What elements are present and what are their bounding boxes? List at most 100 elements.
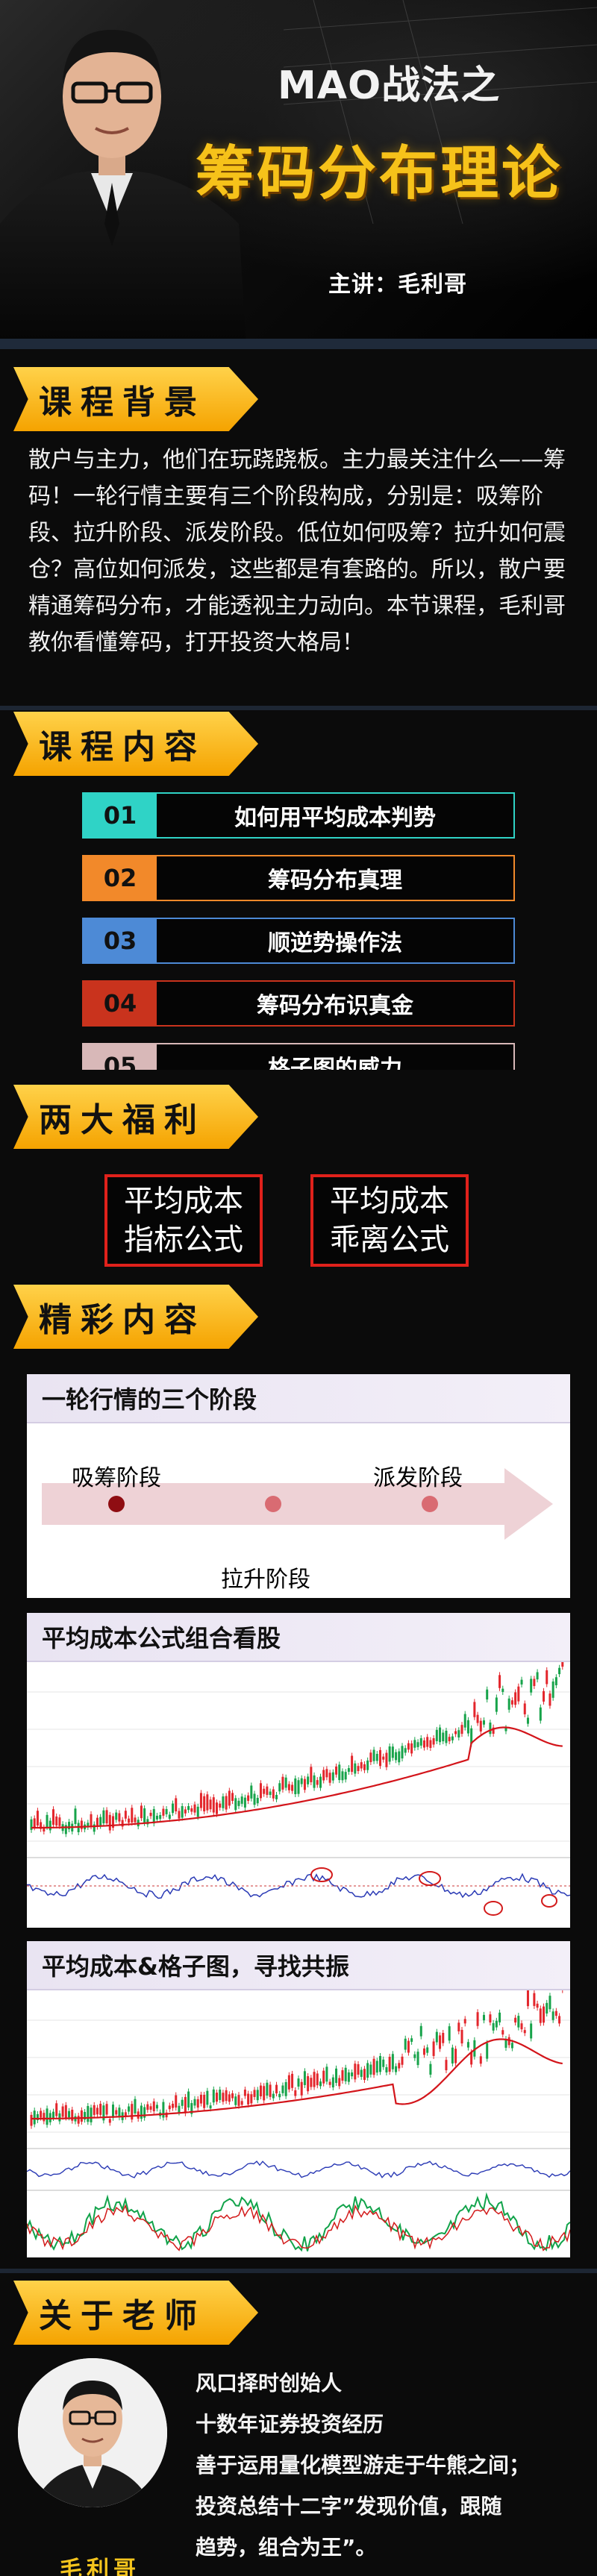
benefit-list: 平均成本 指标公式 平均成本 乖离公式 — [104, 1174, 597, 1267]
candle — [404, 2038, 407, 2050]
stage-dot-2 — [265, 1496, 281, 1512]
candle — [68, 1822, 71, 1830]
candle — [178, 1811, 181, 1819]
candle — [46, 2108, 49, 2125]
candle — [225, 1796, 228, 1810]
candle — [162, 1808, 165, 1816]
candle — [319, 2081, 322, 2087]
candle — [492, 2022, 495, 2031]
candle — [269, 1791, 272, 1796]
candle — [473, 1702, 476, 1717]
candle — [520, 1679, 523, 1685]
candle — [112, 2105, 115, 2118]
candle — [482, 1720, 485, 1725]
candle — [228, 1790, 231, 1806]
candle — [476, 2012, 479, 2026]
candle — [250, 1785, 253, 1799]
candle — [398, 1751, 401, 1763]
course-item: 02 筹码分布真理 — [82, 855, 515, 901]
candle — [105, 1810, 108, 1824]
candle — [278, 2093, 281, 2098]
background-paragraph: 散户与主力，他们在玩跷跷板。主力最关注什么——筹码！一轮行情主要有三个阶段构成，… — [28, 447, 566, 656]
candle — [225, 2090, 228, 2102]
candle — [360, 2069, 363, 2077]
candle — [413, 1740, 416, 1748]
candle — [30, 2114, 33, 2126]
candle — [366, 2063, 369, 2078]
candle — [354, 1763, 357, 1774]
stage-label-distribute: 派发阶段 — [373, 1465, 463, 1491]
candle — [466, 1720, 469, 1734]
candle — [313, 2072, 316, 2087]
candle — [287, 2075, 290, 2090]
candle — [165, 1808, 168, 1814]
candlestick-chart-1 — [27, 1657, 570, 1928]
course-title: 筹码分布真理 — [157, 856, 513, 900]
stage-dot-3 — [422, 1496, 438, 1512]
candle — [507, 1698, 510, 1710]
stages-panel: 一轮行情的三个阶段 吸筹阶段 派发阶段 拉升阶段 — [27, 1374, 570, 1598]
candle — [77, 2116, 80, 2124]
candle — [432, 2041, 435, 2056]
course-title: 如何用平均成本判势 — [157, 794, 513, 837]
candle — [155, 2105, 158, 2109]
chart-panel-1: 平均成本公式组合看股 — [27, 1613, 570, 1928]
benefit-line: 指标公式 — [124, 1223, 243, 1257]
candle — [247, 2093, 250, 2105]
candle — [187, 1805, 190, 1811]
candle — [203, 2095, 206, 2108]
candle — [372, 1749, 375, 1761]
candle — [240, 2101, 243, 2105]
course-title: 筹码分布识真金 — [157, 982, 513, 1025]
candle — [501, 1688, 504, 1692]
candle — [43, 1827, 46, 1831]
candle — [152, 1809, 155, 1824]
candle — [172, 2103, 175, 2108]
candle — [325, 2066, 328, 2082]
candle — [212, 1797, 215, 1813]
average-cost-line — [31, 2038, 563, 2120]
candle — [275, 2084, 278, 2094]
candle — [250, 2094, 253, 2104]
candle — [328, 1773, 331, 1783]
candle — [51, 1809, 54, 1826]
candle — [128, 2106, 131, 2112]
candle — [219, 1803, 222, 1808]
candle — [404, 1748, 407, 1753]
candle — [36, 2113, 39, 2120]
candle — [102, 2105, 105, 2121]
candle — [501, 2030, 504, 2035]
chart-panel-2: 平均成本&格子图，寻找共振 — [27, 1941, 570, 2257]
candle — [517, 2016, 520, 2028]
speaker-photo — [0, 30, 246, 349]
candle — [510, 2043, 513, 2049]
candle — [99, 1817, 102, 1826]
candle — [419, 2025, 422, 2037]
candle — [401, 1746, 404, 1759]
candle — [303, 1779, 306, 1790]
average-cost-line — [31, 1726, 563, 1829]
bio-line: 趋势，组合为王”。 — [196, 2535, 377, 2560]
candle — [369, 1752, 372, 1763]
candle — [379, 2056, 382, 2072]
candle — [439, 2035, 442, 2049]
candle — [222, 1796, 225, 1808]
teacher-name: 毛利哥 — [60, 2557, 140, 2576]
candle — [206, 1794, 209, 1811]
candle — [108, 1814, 111, 1831]
candle — [369, 2064, 372, 2075]
candle — [344, 2067, 347, 2081]
candle — [347, 1768, 350, 1772]
candle — [520, 2023, 523, 2030]
candle — [307, 2076, 310, 2092]
candle — [58, 2113, 61, 2122]
candle — [328, 2081, 331, 2085]
candle — [391, 2054, 394, 2069]
candle — [175, 2095, 178, 2108]
candle — [435, 1729, 438, 1741]
candle — [33, 1818, 36, 1828]
candle — [426, 1737, 429, 1747]
candle — [416, 1742, 419, 1747]
benefit-line: 乖离公式 — [330, 1223, 449, 1257]
candle — [319, 1776, 322, 1788]
